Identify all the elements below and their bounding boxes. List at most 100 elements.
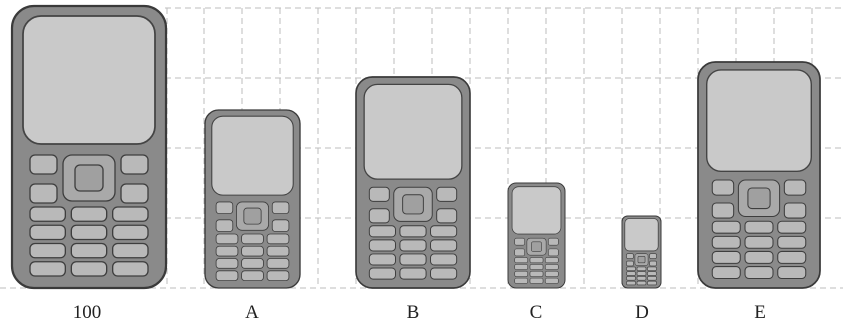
phone-key (515, 238, 525, 245)
phone-e (698, 62, 820, 288)
phone-key (30, 155, 57, 174)
phone-key (30, 184, 57, 203)
phone-key (400, 226, 426, 237)
phone-key (627, 254, 634, 259)
phone-key (216, 220, 233, 232)
phone-key (242, 259, 264, 269)
phone-key (637, 281, 646, 285)
phone-key (778, 236, 806, 248)
phone-key (30, 244, 65, 258)
phone-key (216, 246, 238, 256)
phones-layer (12, 6, 820, 288)
phone-key (30, 262, 65, 276)
phone-key (548, 249, 558, 256)
phone-key (113, 207, 148, 221)
phone-screen (512, 187, 561, 234)
phone-key (113, 225, 148, 239)
phone-key (778, 267, 806, 279)
phone-key (400, 268, 426, 279)
phone-key (784, 203, 805, 218)
phone-key (400, 240, 426, 251)
phone-key (216, 202, 233, 214)
phone-key (369, 240, 395, 251)
phone-key (647, 272, 656, 276)
phone-key (71, 225, 106, 239)
phone-key (530, 278, 543, 283)
phone-key (216, 259, 238, 269)
phone-key (515, 271, 528, 276)
phone-100 (12, 6, 166, 288)
phone-key (712, 221, 740, 233)
phone-nav-center (75, 165, 103, 191)
phone-key (627, 281, 636, 285)
phone-key (545, 271, 558, 276)
phone-key (121, 155, 148, 174)
phone-key (530, 257, 543, 262)
phone-key (647, 281, 656, 285)
phone-nav-center (748, 188, 770, 209)
phone-key (647, 267, 656, 271)
phone-key (242, 234, 264, 244)
phone-key (431, 268, 457, 279)
phone-b (356, 77, 470, 288)
phone-key (650, 261, 657, 266)
phone-key (650, 254, 657, 259)
phone-label-c: C (530, 302, 543, 323)
phone-key (545, 264, 558, 269)
phone-key (712, 203, 733, 218)
phone-nav-center (244, 208, 261, 224)
phone-key (431, 226, 457, 237)
phone-key (267, 246, 289, 256)
phone-nav-center (531, 242, 541, 252)
phone-key (515, 278, 528, 283)
phone-key (784, 180, 805, 195)
phone-label-d: D (635, 302, 649, 323)
phone-screen (23, 16, 155, 144)
phone-key (778, 251, 806, 263)
phone-key (71, 262, 106, 276)
phone-key (745, 221, 773, 233)
phone-key (267, 259, 289, 269)
phone-screen (212, 116, 293, 195)
phone-nav-center (638, 256, 645, 263)
phone-key (515, 264, 528, 269)
phone-key (267, 234, 289, 244)
phone-key (627, 261, 634, 266)
phone-key (712, 267, 740, 279)
phone-key (113, 244, 148, 258)
phone-key (637, 267, 646, 271)
phone-key (71, 244, 106, 258)
phone-key (530, 271, 543, 276)
phone-screen (707, 70, 812, 171)
phone-key (745, 251, 773, 263)
phone-key (627, 272, 636, 276)
phone-key (369, 268, 395, 279)
phone-key (242, 246, 264, 256)
phone-screen (625, 219, 658, 251)
phone-label-b: B (407, 302, 420, 323)
phone-key (400, 254, 426, 265)
phone-key (637, 272, 646, 276)
phone-key (712, 180, 733, 195)
phone-key (545, 278, 558, 283)
phone-c (508, 183, 565, 288)
phone-key (272, 202, 289, 214)
phone-key (545, 257, 558, 262)
phone-key (627, 276, 636, 280)
phone-key (121, 184, 148, 203)
phone-key (515, 257, 528, 262)
phone-key (272, 220, 289, 232)
phone-key (778, 221, 806, 233)
phone-key (30, 225, 65, 239)
phone-nav-center (403, 195, 424, 214)
phone-label-a: A (245, 302, 259, 323)
phone-key (369, 254, 395, 265)
phone-key (216, 271, 238, 281)
phone-key (745, 267, 773, 279)
phone-key (627, 267, 636, 271)
phone-key (216, 234, 238, 244)
phone-key (431, 254, 457, 265)
phone-key (431, 240, 457, 251)
phone-key (267, 271, 289, 281)
